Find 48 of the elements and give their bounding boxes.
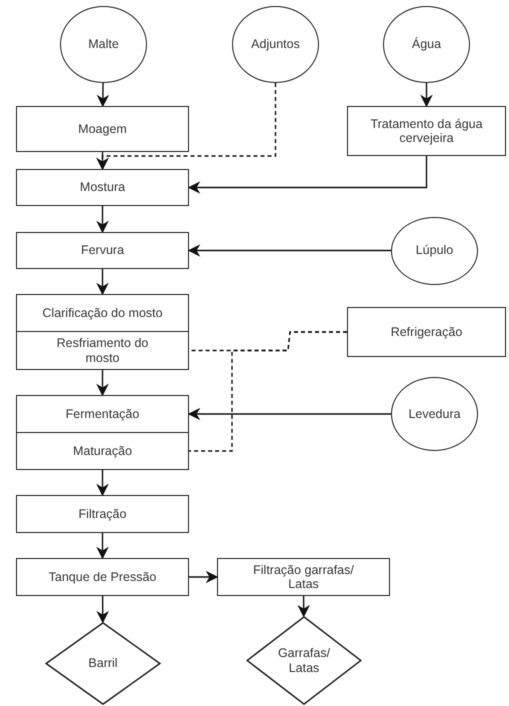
process-box [347,106,506,156]
arrow [96,596,109,624]
arrow [189,570,218,584]
arrow [96,269,109,296]
node-label: Água [410,37,442,52]
output-diamond [246,616,362,705]
node-label: Maturação [72,444,134,458]
node-label: Clarificação do mosto [41,306,164,320]
node-label: Lúpulo [414,243,454,258]
node-label: Adjuntos [250,37,301,52]
process-box [16,432,189,470]
node-label: Fervura [80,243,126,258]
process-box [16,558,189,596]
process-box [16,232,189,269]
node-label: Refrigeração [390,324,464,340]
process-box [217,558,390,596]
process-box [16,169,189,206]
node-label: Levedura [407,406,462,422]
arrow [188,156,428,194]
output-diamond [45,622,161,705]
arrow [188,244,391,257]
process-box [16,294,189,332]
arrow [297,596,310,618]
arrow [96,470,109,496]
node-label: Garrafas/ Latas [276,646,332,675]
node-label: Barril [87,656,119,671]
process-box [16,106,189,152]
arrow [96,206,109,234]
node-label: Malte [87,37,120,52]
node-label: Filtração garrafas/ Latas [252,562,355,592]
node-label: Resfriamento do mosto [56,336,150,365]
node-label: Fermentação [64,406,140,422]
arrow [96,533,109,560]
dashed-connector [96,83,276,170]
arrow [420,83,433,108]
arrow [96,370,109,396]
dashed-connector [189,331,347,452]
process-box [16,395,189,433]
node-label: Moagem [77,122,128,136]
process-box [347,307,506,357]
node-label: Filtração [78,506,128,522]
arrow [96,83,110,108]
arrow [188,408,391,420]
node-label: Tratamento da água cervejeira [369,116,484,146]
process-box [16,331,189,370]
process-box [16,495,189,533]
node-label: Tanque de Pressão [48,570,158,584]
node-label: Mostura [78,180,126,195]
